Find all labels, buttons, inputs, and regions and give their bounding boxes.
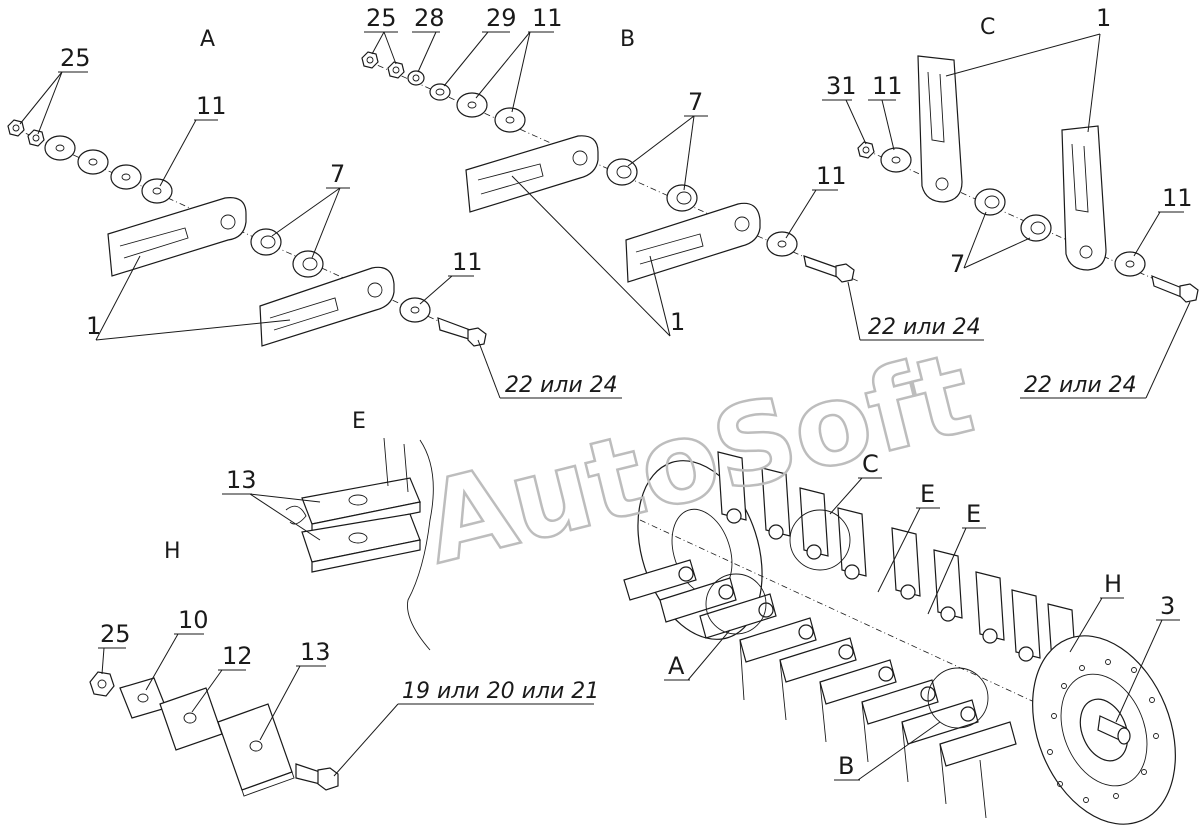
bolt-19-20-21 xyxy=(295,763,339,791)
callout-28: 28 xyxy=(414,4,445,32)
callout-bolt: 22 или 24 xyxy=(1024,373,1137,398)
callout-b: B xyxy=(838,752,854,780)
bushing-7 xyxy=(250,228,324,278)
blade-row xyxy=(739,639,987,819)
callout-12: 12 xyxy=(222,642,253,670)
bolt-22-24 xyxy=(803,255,855,283)
callout-c: C xyxy=(862,450,879,478)
callout-bolt: 22 или 24 xyxy=(868,315,981,340)
nut-25 xyxy=(387,61,405,79)
callout-1: 1 xyxy=(86,312,101,340)
view-c-title: C xyxy=(980,15,995,40)
callout-e: E xyxy=(966,500,981,528)
callout-e: E xyxy=(920,480,935,508)
knife-1 xyxy=(625,202,761,283)
callout-25: 25 xyxy=(60,44,91,72)
view-a-title: A xyxy=(200,27,215,52)
view-e-title: E xyxy=(352,409,366,434)
bolt-22-24 xyxy=(1151,275,1199,303)
washer-29 xyxy=(429,83,451,101)
callout-11: 11 xyxy=(452,248,483,276)
bushing-7 xyxy=(606,158,698,212)
plate-12 xyxy=(159,687,223,751)
bolt-heads xyxy=(678,508,1034,722)
knife-1 xyxy=(107,196,247,277)
nut-25 xyxy=(89,671,115,697)
callout-11: 11 xyxy=(1162,184,1193,212)
bushing-7 xyxy=(974,188,1052,242)
callout-1: 1 xyxy=(1096,4,1111,32)
disk-holes xyxy=(1047,659,1159,803)
view-e: E 13 xyxy=(222,409,434,651)
detail-circle-a xyxy=(705,573,767,635)
view-h-title: H xyxy=(164,539,181,564)
callout-11: 11 xyxy=(872,72,903,100)
washer-11 xyxy=(44,135,173,204)
view-b: B 25 xyxy=(361,4,984,341)
rotor-assembly: C E E H 3 A B xyxy=(623,450,1180,825)
callout-29: 29 xyxy=(486,4,517,32)
knife-row-upper xyxy=(717,451,1077,669)
plate-13 xyxy=(217,703,295,797)
bolt-22-24 xyxy=(437,317,487,347)
knife-1 xyxy=(465,135,599,213)
knife-row-lower xyxy=(623,559,1017,767)
callout-7: 7 xyxy=(950,250,965,278)
washer-11 xyxy=(456,92,488,118)
detail-circle-b xyxy=(927,667,989,729)
view-h: H 25 10 12 13 19 или 20 или xyxy=(89,539,599,797)
washer-11 xyxy=(880,147,912,173)
callout-h: H xyxy=(1104,570,1122,598)
callout-a: A xyxy=(668,652,685,680)
knife-1-vertical xyxy=(1061,125,1107,271)
callout-bolt: 22 или 24 xyxy=(505,373,618,398)
callout-7: 7 xyxy=(330,160,345,188)
washer-11 xyxy=(494,107,526,133)
view-b-title: B xyxy=(620,27,635,52)
nut-31 xyxy=(857,141,875,159)
nut-25 xyxy=(361,51,379,69)
callout-13: 13 xyxy=(226,466,257,494)
callout-10: 10 xyxy=(178,606,209,634)
view-c: C 31 11 1 xyxy=(822,4,1199,399)
knife-1 xyxy=(259,266,395,347)
washer-11 xyxy=(399,297,431,323)
detail-circle-c xyxy=(789,509,851,571)
callout-bolt: 19 или 20 или 21 xyxy=(402,679,599,704)
knife-1-vertical xyxy=(917,55,963,203)
washer-28 xyxy=(407,70,425,86)
callout-13: 13 xyxy=(300,638,331,666)
callout-31: 31 xyxy=(826,72,857,100)
callout-25: 25 xyxy=(366,4,397,32)
callout-25: 25 xyxy=(100,620,131,648)
callout-11: 11 xyxy=(196,92,227,120)
washer-11 xyxy=(766,231,798,257)
callout-11: 11 xyxy=(816,162,847,190)
callout-7: 7 xyxy=(688,88,703,116)
view-a: A xyxy=(7,27,622,399)
callout-3: 3 xyxy=(1160,592,1175,620)
nut-25 xyxy=(27,129,45,147)
washer-11 xyxy=(1114,251,1146,277)
callout-11: 11 xyxy=(532,4,563,32)
callout-1: 1 xyxy=(670,308,685,336)
plate-10 xyxy=(119,677,167,719)
